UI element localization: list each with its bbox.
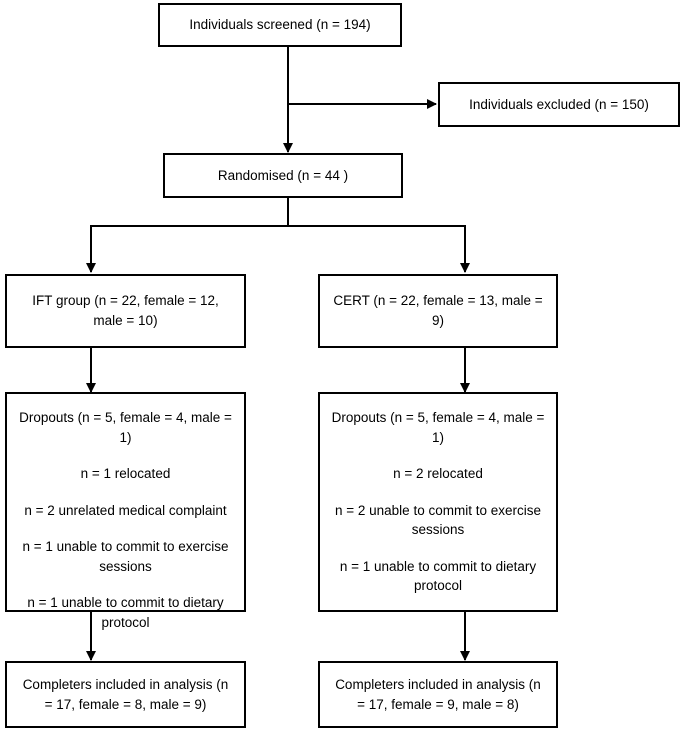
ift-dropouts-lines: Dropouts (n = 5, female = 4, male = 1) n… — [13, 408, 238, 633]
node-ift-completers-label: Completers included in analysis (n = 17,… — [22, 676, 229, 712]
node-randomised-label: Randomised (n = 44 ) — [217, 167, 349, 183]
cert-dropouts-line-1: n = 2 relocated — [393, 466, 483, 482]
cert-dropouts-line-3: n = 1 unable to commit to dietary protoc… — [339, 558, 537, 594]
node-ift-dropouts: Dropouts (n = 5, female = 4, male = 1) n… — [5, 392, 246, 630]
cert-dropouts-lines: Dropouts (n = 5, female = 4, male = 1) n… — [326, 408, 550, 596]
ift-dropouts-line-0: Dropouts (n = 5, female = 4, male = 1) — [19, 410, 232, 445]
ift-dropouts-line-1: n = 1 relocated — [80, 466, 171, 482]
ift-dropouts-line-4: n = 1 unable to commit to dietary protoc… — [27, 595, 224, 630]
node-cert-completers: Completers included in analysis (n = 17,… — [318, 661, 558, 728]
node-cert-dropouts: Dropouts (n = 5, female = 4, male = 1) n… — [318, 392, 558, 612]
node-ift-completers: Completers included in analysis (n = 17,… — [5, 661, 246, 728]
node-randomised: Randomised (n = 44 ) — [163, 153, 403, 198]
ift-dropouts-line-2: n = 2 unrelated medical complaint — [24, 502, 227, 518]
node-individuals-excluded-label: Individuals excluded (n = 150) — [469, 96, 649, 112]
node-individuals-excluded: Individuals excluded (n = 150) — [438, 82, 680, 127]
node-cert-group: CERT (n = 22, female = 13, male = 9) — [318, 274, 558, 348]
node-ift-group-label: IFT group (n = 22, female = 12, male = 1… — [32, 293, 219, 328]
node-individuals-screened: Individuals screened (n = 194) — [158, 3, 402, 47]
node-individuals-screened-label: Individuals screened (n = 194) — [189, 17, 371, 33]
cert-dropouts-line-2: n = 2 unable to commit to exercise sessi… — [335, 502, 541, 538]
ift-dropouts-line-3: n = 1 unable to commit to exercise sessi… — [22, 539, 229, 574]
node-ift-group: IFT group (n = 22, female = 12, male = 1… — [5, 274, 246, 348]
node-cert-group-label: CERT (n = 22, female = 13, male = 9) — [333, 293, 543, 328]
cert-dropouts-line-0: Dropouts (n = 5, female = 4, male = 1) — [331, 410, 545, 445]
node-cert-completers-label: Completers included in analysis (n = 17,… — [335, 676, 541, 712]
